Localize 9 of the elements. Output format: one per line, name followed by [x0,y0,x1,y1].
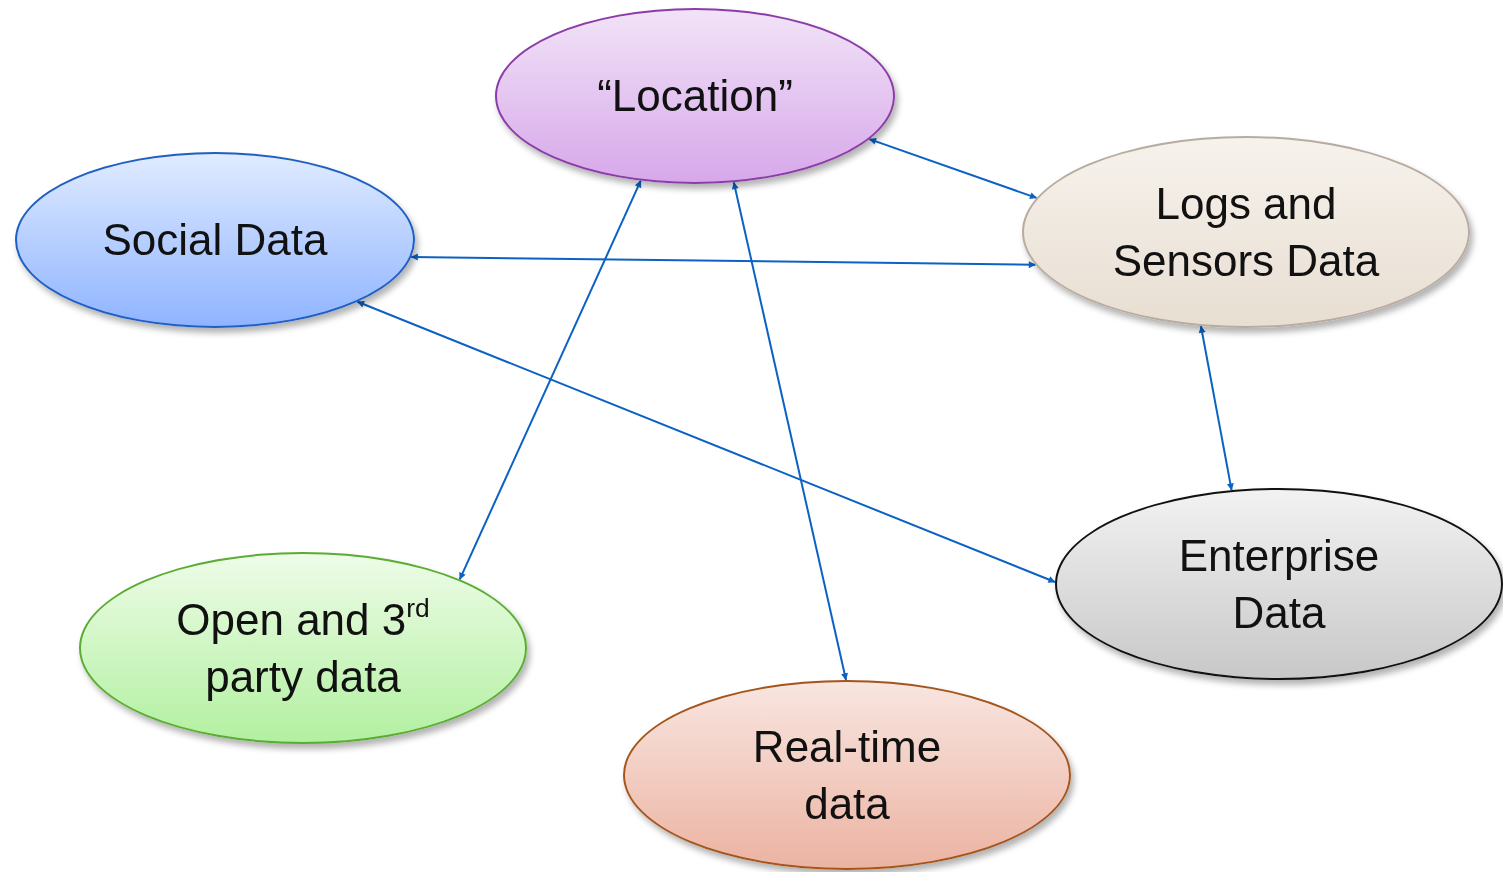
node-label: Logs and Sensors Data [1111,177,1381,287]
double-arrow [868,137,1038,200]
node-label: Real-time data [751,720,943,830]
double-arrow [731,181,848,681]
double-arrow [356,300,1057,583]
node-label: “Location” [597,70,793,123]
node-label: Social Data [102,214,328,267]
node-label: Open and 3$^{rd}$ party data [175,591,431,703]
node-label: Enterprise Data [1177,529,1381,639]
